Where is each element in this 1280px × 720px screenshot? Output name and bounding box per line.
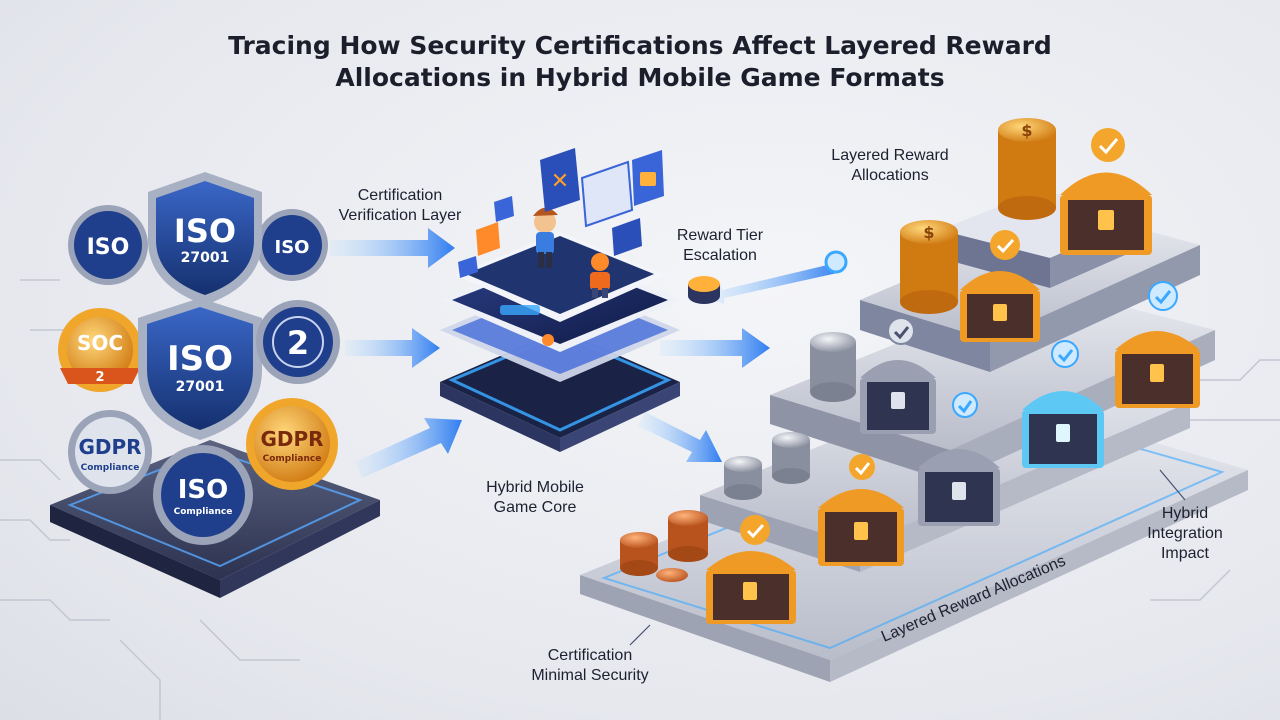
flow-arrows <box>330 228 848 478</box>
game-core-line-2: Game Core <box>493 499 577 516</box>
iso-bottom-subtext: Compliance <box>174 507 233 517</box>
game-core-line-1: Hybrid Mobile <box>486 479 584 496</box>
svg-text:$: $ <box>923 223 934 242</box>
circuit-lines <box>0 279 1280 720</box>
check-icon <box>740 515 770 545</box>
check-icon <box>990 230 1020 260</box>
gdpr-right-badge: GDPR Compliance <box>246 398 338 490</box>
gold-coin-stack-mid: $ <box>900 220 958 314</box>
silver-coin-stack-upper <box>810 332 856 402</box>
game-core-label: Hybrid Mobile Game Core <box>470 478 600 518</box>
reward-tier-label: Reward Tier Escalation <box>660 226 780 266</box>
arrow-top <box>330 228 455 268</box>
cert-minimal-line-2: Minimal Security <box>531 667 649 684</box>
cyan-chest <box>1022 391 1104 468</box>
page-title: Tracing How Security Certifications Affe… <box>140 30 1140 94</box>
gdpr-left-text: GDPR <box>78 435 141 459</box>
silver-coin-stack-lower <box>724 432 810 500</box>
hybrid-impact-line-2: Integration <box>1147 525 1223 542</box>
pointer-lines <box>629 469 1186 646</box>
gdpr-left-subtext: Compliance <box>81 463 140 473</box>
cert-minimal-label: Certification Minimal Security <box>510 646 670 686</box>
svg-text:$: $ <box>1021 121 1032 140</box>
iso-shield-top-badge: ISO 27001 <box>148 172 262 305</box>
iso-shield-top-text: ISO <box>174 212 236 250</box>
check-icon <box>1051 340 1079 368</box>
iso-bottom-badge: ISO Compliance <box>153 445 253 545</box>
title-line-1: Tracing How Security Certifications Affe… <box>228 31 1052 60</box>
layered-top-line-2: Allocations <box>851 167 929 184</box>
svg-text:✕: ✕ <box>551 169 569 194</box>
gold-chest-mid <box>818 489 904 566</box>
iso-small-right-text: ISO <box>275 237 310 258</box>
iso-shield-mid-subtext: 27001 <box>176 379 225 395</box>
cert-verification-label: Certification Verification Layer <box>320 186 480 226</box>
check-icon <box>952 392 978 418</box>
silver-chest-mid <box>918 449 1000 526</box>
arrow-middle <box>345 328 440 368</box>
soc-badge: SOC 2 <box>58 308 142 392</box>
coin-stacks: $ $ <box>620 118 1056 582</box>
gdpr-right-subtext: Compliance <box>263 454 322 464</box>
game-core-device: ✕ <box>440 148 720 452</box>
reward-tier-line-2: Escalation <box>683 247 757 264</box>
robot-character <box>590 253 610 298</box>
gold-chest-top <box>1060 172 1152 255</box>
title-line-2: Allocations in Hybrid Mobile Game Format… <box>335 63 945 92</box>
layered-top-line-1: Layered Reward <box>831 147 949 164</box>
iso-small-left-badge: ISO <box>68 205 148 285</box>
lock-icon <box>640 172 656 186</box>
silver-chest-left <box>860 360 936 434</box>
check-badges <box>740 128 1178 545</box>
arrow-core-to-rewards <box>660 328 770 368</box>
hybrid-impact-line-3: Impact <box>1160 545 1209 562</box>
floating-panels: ✕ <box>458 148 664 278</box>
hero-character <box>533 207 558 268</box>
cert-verification-line-1: Certification <box>357 187 443 204</box>
hybrid-impact-label: Hybrid Integration Impact <box>1130 504 1240 564</box>
soc-text: SOC <box>77 331 123 355</box>
iso-bottom-text: ISO <box>178 475 229 505</box>
gold-chest-bottom <box>706 551 796 624</box>
gdpr-right-text: GDPR <box>260 427 323 451</box>
two-badge-text: 2 <box>287 324 309 362</box>
cert-verification-line-2: Verification Layer <box>338 207 462 224</box>
arrow-core-down <box>638 412 722 462</box>
copper-coin-stack <box>620 510 708 582</box>
check-icon <box>849 454 875 480</box>
hybrid-impact-line-1: Hybrid <box>1161 505 1209 522</box>
reward-tier-node <box>688 276 720 304</box>
gold-coin-stack-top: $ <box>998 118 1056 220</box>
treasure-chests <box>706 172 1200 624</box>
cert-minimal-line-1: Certification <box>547 647 633 664</box>
arrow-tier <box>700 250 848 304</box>
reward-tier-line-1: Reward Tier <box>676 227 764 244</box>
arrow-lower <box>355 418 462 478</box>
check-icon <box>1148 281 1178 311</box>
two-badge: 2 <box>256 300 340 384</box>
layered-top-label: Layered Reward Allocations <box>820 146 960 186</box>
iso-shield-mid-badge: ISO 27001 <box>138 298 262 440</box>
soc-subtext: 2 <box>95 370 104 385</box>
gold-chest-right <box>1115 331 1200 408</box>
check-icon <box>1091 128 1125 162</box>
check-icon <box>887 317 915 345</box>
iso-small-right-badge: ISO <box>256 209 328 281</box>
iso-shield-mid-text: ISO <box>167 339 233 379</box>
gold-chest-upper <box>960 271 1040 342</box>
gdpr-left-badge: GDPR Compliance <box>68 410 152 494</box>
iso-small-left-text: ISO <box>87 235 130 260</box>
iso-shield-top-subtext: 27001 <box>181 250 230 266</box>
